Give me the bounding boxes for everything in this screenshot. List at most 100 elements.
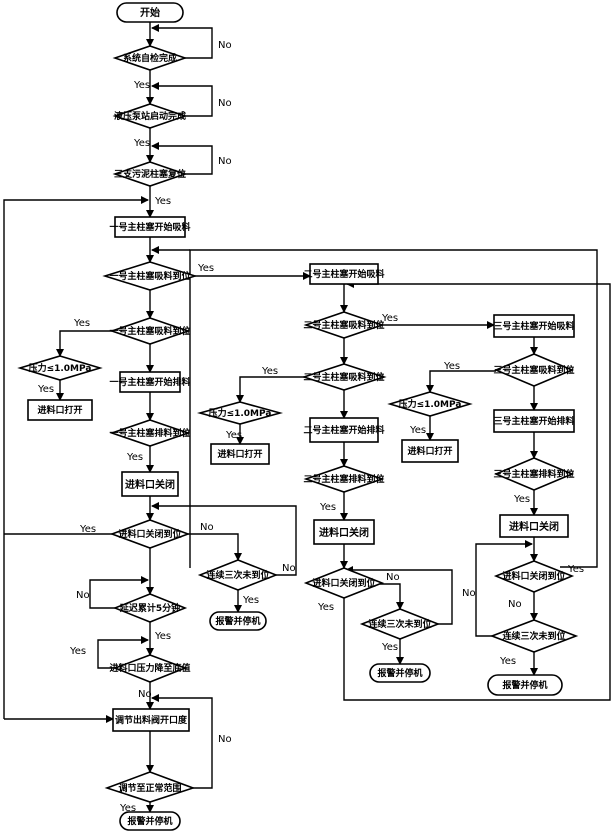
- p2-three-times-label: 连续三次未到位: [368, 618, 431, 630]
- edge-label-no: No: [462, 588, 476, 599]
- final-alarm-terminator: 报警并停机: [119, 811, 181, 831]
- p1-alarm-label: 报警并停机: [215, 615, 260, 627]
- p2-three-times-decision: 连续三次未到位: [359, 608, 441, 640]
- p3-pressure-decision: 压力≤1.0MPa: [387, 391, 473, 417]
- adjust-valve-process: 调节出料阀开口度: [112, 708, 190, 732]
- edge-label-yes: Yes: [37, 384, 54, 395]
- edge-label-no: No: [138, 689, 152, 700]
- delay-label: 延迟累计5分钟: [119, 602, 180, 614]
- connectors: [3, 22, 611, 813]
- p3-close-check-label: 进料口关闭到位: [502, 570, 565, 582]
- edge-label-yes: Yes: [154, 196, 171, 207]
- edge-label-yes: Yes: [69, 646, 86, 657]
- edge-label-yes: Yes: [499, 656, 516, 667]
- p3-discharge-label: 三号主柱塞开始排料: [493, 415, 574, 427]
- three-valves-label: 三支污泥柱塞复位: [114, 168, 186, 180]
- p1-suction-done-decision: 一号主柱塞吸料到位: [102, 261, 198, 291]
- p1-inlet-open-process: 进料口打开: [27, 399, 93, 421]
- edge-labels: No Yes No Yes No Yes Yes Yes Yes Yes No …: [37, 40, 584, 814]
- edge-label-yes: Yes: [133, 80, 150, 91]
- p3-discharge-done-decision: 三号主柱塞排料到位: [493, 457, 575, 491]
- p2-suction-label: 二号主柱塞开始吸料: [303, 268, 384, 280]
- p2-check-a-label: 二号主柱塞吸料到位: [303, 319, 384, 331]
- hyd-pump-decision: 液压泵站启动完成: [112, 103, 188, 129]
- edge-label-yes: Yes: [79, 524, 96, 535]
- edge-label-yes: Yes: [119, 803, 136, 814]
- edge-label-no: No: [508, 599, 522, 610]
- p1-bottom-pressure-decision: 进料口压力降至底值: [109, 654, 191, 683]
- p1-discharge-label: 一号主柱塞开始排料: [109, 376, 190, 388]
- edge-label-yes: Yes: [381, 313, 398, 324]
- edge-label-no: No: [386, 572, 400, 583]
- p2-pos-decision: 二号主柱塞吸料到位: [301, 363, 387, 391]
- p2-check-a-decision: 二号主柱塞吸料到位: [303, 311, 385, 339]
- p2-discharge-done-label: 二号主柱塞排料到位: [303, 473, 384, 485]
- p2-close-check-label: 进料口关闭到位: [312, 577, 375, 589]
- p1-three-times-label: 连续三次未到位: [206, 569, 269, 581]
- p1-pressure-decision: 压力≤1.0MPa: [17, 355, 103, 381]
- hyd-pump-label: 液压泵站启动完成: [114, 110, 186, 122]
- edge-label-no: No: [218, 98, 232, 109]
- p2-pressure-label: 压力≤1.0MPa: [209, 407, 272, 419]
- p1-alarm-terminator: 报警并停机: [209, 611, 267, 631]
- p1-pos-decision: 一号主柱塞吸料到位: [109, 317, 191, 345]
- nodes: 开始 系统自检完成 液压泵站启动完成 三支污泥柱塞复位 一号主柱塞开始吸料 一号…: [17, 2, 579, 831]
- p1-close-check-decision: 进料口关闭到位: [109, 519, 191, 549]
- edge-label-yes: Yes: [154, 631, 171, 642]
- p3-inlet-close-process: 进料口关闭: [499, 514, 569, 538]
- edge-label-yes: Yes: [443, 361, 460, 372]
- p1-suction-label: 一号主柱塞开始吸料: [109, 221, 190, 233]
- p3-inlet-open-label: 进料口打开: [407, 445, 452, 457]
- p2-suction-process: 二号主柱塞开始吸料: [303, 263, 385, 285]
- edge-label-yes: Yes: [567, 564, 584, 575]
- p1-discharge-done-decision: 一号主柱塞排料到位: [109, 419, 191, 447]
- p1-pos-label: 一号主柱塞吸料到位: [109, 325, 190, 337]
- edge-label-yes: Yes: [513, 494, 530, 505]
- p3-discharge-done-label: 三号主柱塞排料到位: [493, 468, 574, 480]
- p3-inlet-close-label: 进料口关闭: [509, 520, 559, 533]
- edge-label-yes: Yes: [381, 642, 398, 653]
- p2-discharge-label: 二号主柱塞开始排料: [303, 424, 384, 436]
- p1-pressure-label: 压力≤1.0MPa: [29, 362, 92, 374]
- p3-discharge-process: 三号主柱塞开始排料: [493, 409, 575, 433]
- p3-inlet-open-process: 进料口打开: [401, 439, 459, 463]
- self-check-decision: 系统自检完成: [112, 45, 188, 71]
- edge-label-yes: Yes: [317, 602, 334, 613]
- p1-three-times-decision: 连续三次未到位: [197, 559, 279, 591]
- p3-alarm-terminator: 报警并停机: [487, 674, 563, 696]
- three-valves-decision: 三支污泥柱塞复位: [112, 161, 188, 187]
- p2-pressure-decision: 压力≤1.0MPa: [196, 401, 284, 425]
- p1-inlet-close-label: 进料口关闭: [125, 478, 175, 491]
- edge-label-yes: Yes: [409, 425, 426, 436]
- edge-label-no: No: [76, 590, 90, 601]
- p3-suction-label: 三号主柱塞开始吸料: [493, 320, 574, 332]
- p1-close-check-label: 进料口关闭到位: [118, 528, 181, 540]
- edge-label-yes: Yes: [242, 595, 259, 606]
- p1-inlet-open-label: 进料口打开: [37, 404, 82, 416]
- edge-label-yes: Yes: [126, 452, 143, 463]
- edge-label-yes: Yes: [73, 318, 90, 329]
- adjust-valve-label: 调节出料阀开口度: [115, 714, 188, 726]
- p1-bottom-pressure-label: 进料口压力降至底值: [109, 662, 190, 674]
- edge-label-yes: Yes: [197, 263, 214, 274]
- edge-label-no: No: [218, 734, 232, 745]
- p3-pos-decision: 三号主柱塞吸料到位: [493, 353, 575, 387]
- p1-inlet-close-process: 进料口关闭: [121, 471, 179, 497]
- edge-label-yes: Yes: [261, 366, 278, 377]
- p2-pos-label: 二号主柱塞吸料到位: [303, 371, 384, 383]
- p1-discharge-process: 一号主柱塞开始排料: [109, 371, 191, 393]
- p2-alarm-label: 报警并停机: [377, 667, 422, 679]
- edge-label-no: No: [282, 563, 296, 574]
- p2-inlet-open-label: 进料口打开: [217, 448, 262, 460]
- edge-label-no: No: [218, 40, 232, 51]
- edge-label-no: No: [218, 156, 232, 167]
- edge-label-yes: Yes: [225, 430, 242, 441]
- self-check-label: 系统自检完成: [123, 52, 177, 64]
- edge-label-yes: Yes: [319, 502, 336, 513]
- p2-discharge-done-decision: 二号主柱塞排料到位: [303, 465, 385, 493]
- adjust-check-label: 调节至正常范围: [118, 782, 181, 794]
- delay-decision: 延迟累计5分钟: [112, 593, 188, 623]
- p2-alarm-terminator: 报警并停机: [369, 663, 431, 683]
